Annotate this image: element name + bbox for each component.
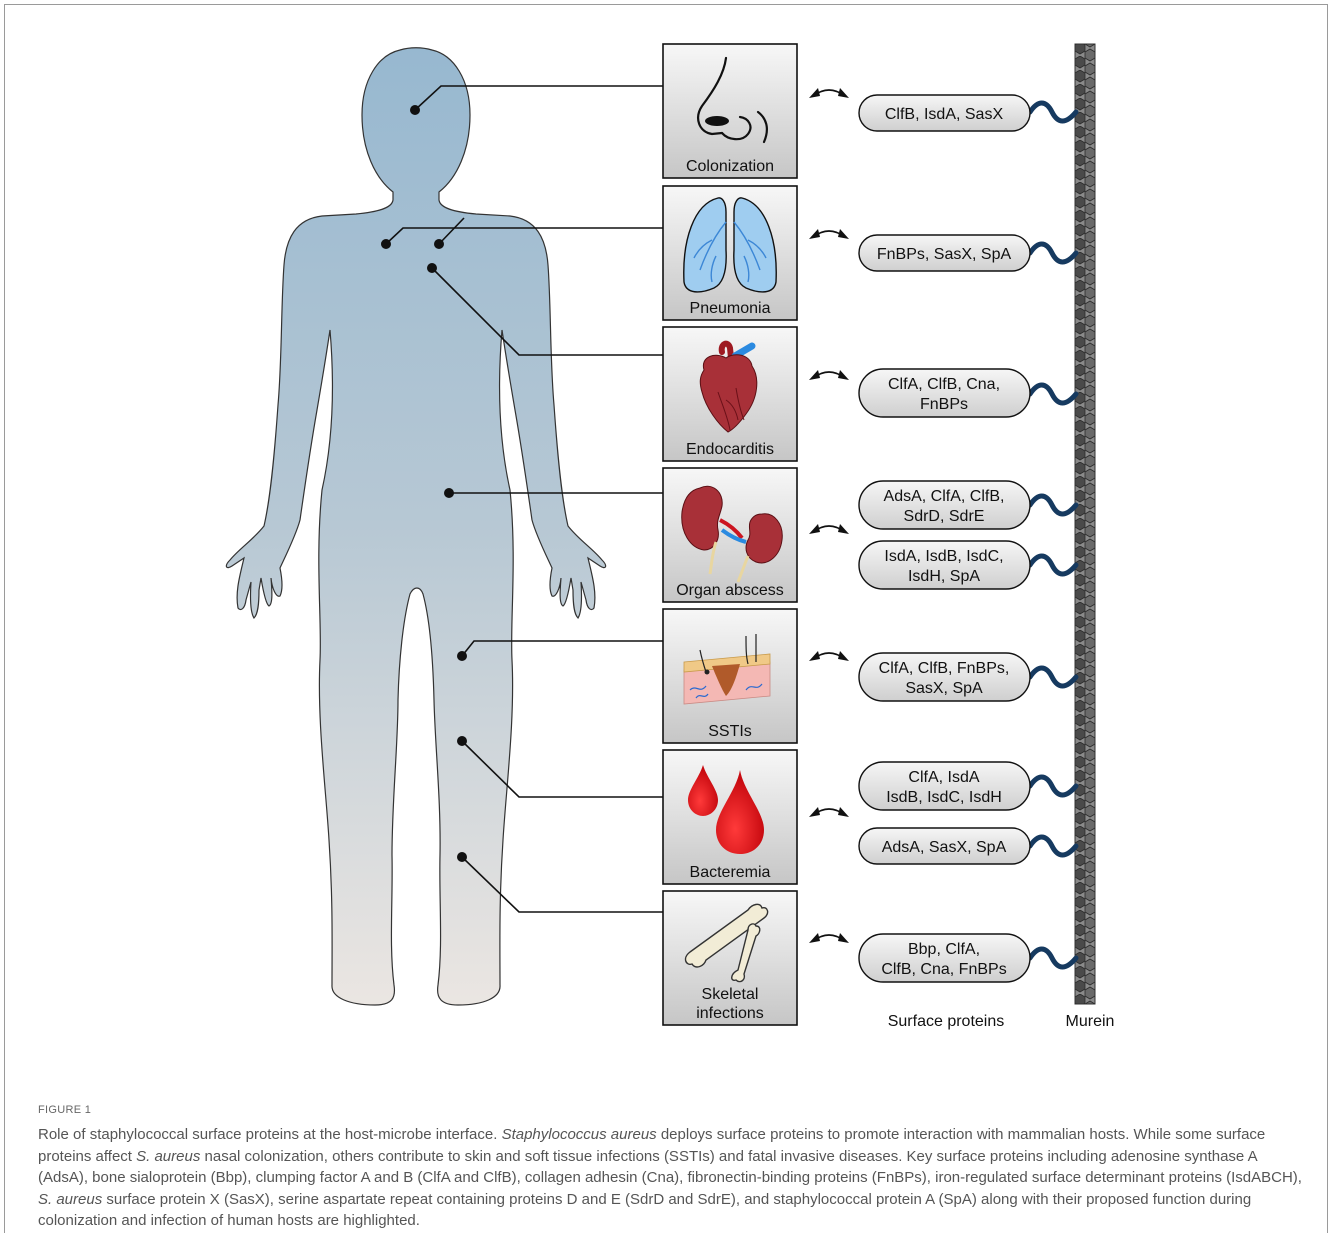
caption-segment: nasal colonization, others contribute to… — [38, 1148, 1302, 1187]
protein-text: FnBPs, SasX, SpA — [877, 246, 1012, 263]
protein-text: AdsA, ClfA, ClfB, — [884, 488, 1005, 505]
disease-label: Skeletal — [702, 986, 759, 1003]
caption-segment: S. aureus — [38, 1191, 102, 1208]
protein-text: SasX, SpA — [905, 680, 983, 697]
arrow-heads — [809, 88, 849, 943]
protein-pill-skeletal: Bbp, ClfA, ClfB, Cna, FnBPs — [859, 934, 1030, 982]
protein-pill-bacteremia-1: ClfA, IsdA IsdB, IsdC, IsdH — [859, 762, 1030, 810]
infection-diagram: Colonization Pneumonia Endocarditis — [0, 0, 1331, 1100]
protein-text: ClfA, ClfB, FnBPs, — [879, 660, 1010, 677]
disease-label: infections — [696, 1005, 764, 1022]
figure-caption: Role of staphylococcal surface proteins … — [38, 1124, 1308, 1232]
protein-text: Bbp, ClfA, — [908, 941, 980, 958]
disease-box-organ-abscess: Organ abscess — [663, 468, 797, 602]
protein-text: ClfA, IsdA — [908, 769, 979, 786]
protein-pill-pneumonia: FnBPs, SasX, SpA — [859, 235, 1030, 271]
disease-label: Bacteremia — [690, 864, 771, 881]
figure-label: FIGURE 1 — [38, 1104, 91, 1116]
protein-text: SdrD, SdrE — [904, 508, 985, 525]
murein-label: Murein — [1066, 1013, 1115, 1030]
protein-pill-sstis: ClfA, ClfB, FnBPs, SasX, SpA — [859, 653, 1030, 701]
caption-segment: Role of staphylococcal surface proteins … — [38, 1126, 502, 1143]
disease-box-bacteremia: Bacteremia — [663, 750, 797, 884]
protein-text: FnBPs — [920, 396, 968, 413]
human-body-silhouette — [226, 48, 605, 1005]
surface-proteins-label: Surface proteins — [888, 1013, 1005, 1030]
protein-tethers — [1030, 103, 1076, 967]
protein-text: ClfA, ClfB, Cna, — [888, 376, 1000, 393]
disease-box-skeletal-infections: Skeletal infections — [663, 891, 797, 1025]
protein-pill-organ-abscess-2: IsdA, IsdB, IsdC, IsdH, SpA — [859, 541, 1030, 589]
caption-segment: S. aureus — [136, 1148, 200, 1165]
disease-label: SSTIs — [708, 723, 752, 740]
protein-text: AdsA, SasX, SpA — [882, 839, 1007, 856]
disease-box-pneumonia: Pneumonia — [663, 186, 797, 320]
disease-box-endocarditis: Endocarditis — [663, 327, 797, 461]
disease-label: Pneumonia — [690, 300, 771, 317]
caption-segment: surface protein X (SasX), serine asparta… — [38, 1191, 1251, 1230]
protein-text: IsdA, IsdB, IsdC, — [884, 548, 1003, 565]
disease-label: Endocarditis — [686, 441, 774, 458]
disease-label: Colonization — [686, 158, 774, 175]
disease-box-sstis: SSTIs — [663, 609, 797, 743]
protein-text: ClfB, IsdA, SasX — [885, 106, 1004, 123]
protein-pill-colonization: ClfB, IsdA, SasX — [859, 95, 1030, 131]
protein-pill-organ-abscess-1: AdsA, ClfA, ClfB, SdrD, SdrE — [859, 481, 1030, 529]
caption-segment: Staphylococcus aureus — [502, 1126, 657, 1143]
protein-text: IsdB, IsdC, IsdH — [886, 789, 1002, 806]
disease-label: Organ abscess — [676, 582, 784, 599]
protein-text: IsdH, SpA — [908, 568, 980, 585]
protein-pill-endocarditis: ClfA, ClfB, Cna, FnBPs — [859, 369, 1030, 417]
murein-cell-wall — [1075, 44, 1095, 1004]
protein-text: ClfB, Cna, FnBPs — [881, 961, 1006, 978]
protein-pill-bacteremia-2: AdsA, SasX, SpA — [859, 828, 1030, 864]
disease-box-colonization: Colonization — [663, 44, 797, 178]
